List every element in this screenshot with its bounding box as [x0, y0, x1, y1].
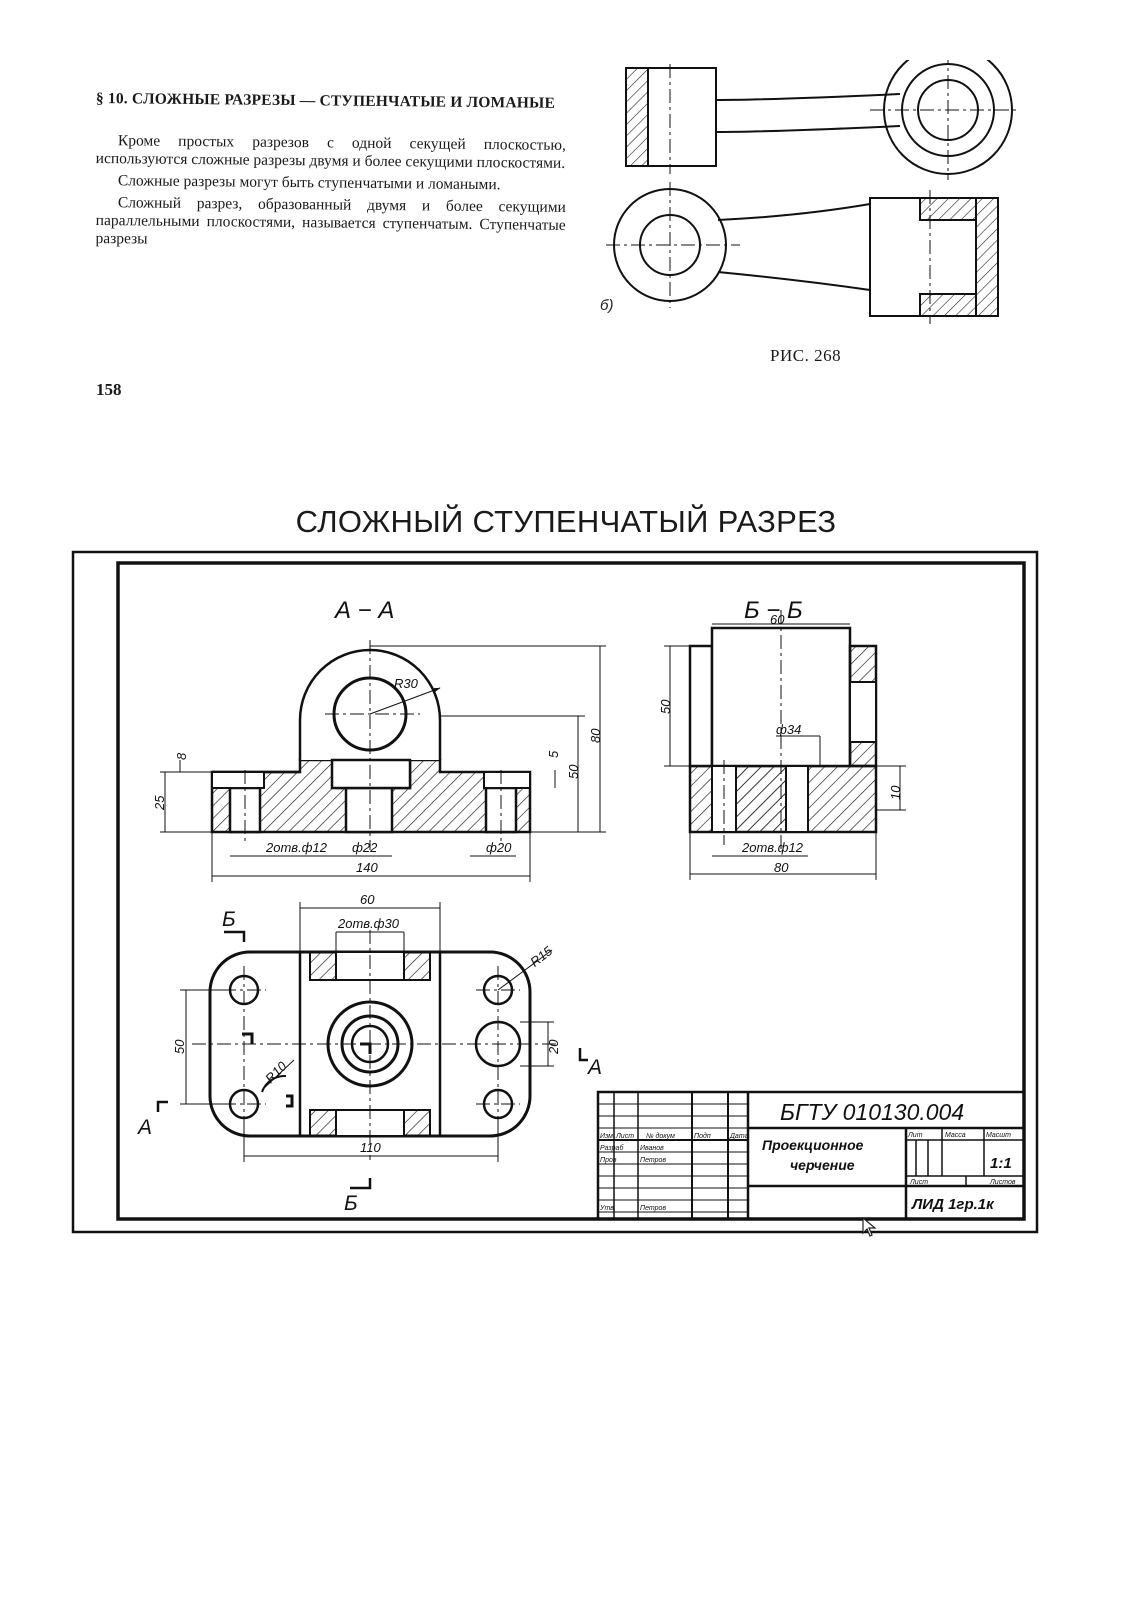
dim-aa-140: 140	[356, 860, 378, 875]
sheet-inner-frame	[116, 561, 1026, 1221]
section-aa: А − А	[210, 597, 532, 834]
mouse-cursor-icon	[862, 1217, 877, 1237]
figure-caption: РИС. 268	[770, 346, 842, 365]
dim-aa-5: 5	[546, 750, 561, 758]
title-scale: 1:1	[990, 1155, 1012, 1172]
title-name-appr: Петров	[640, 1205, 666, 1212]
title-designation: БГТУ 010130.004	[780, 1099, 964, 1125]
section-bb: Б − Б	[688, 597, 878, 834]
slide-title: СЛОЖНЫЙ СТУПЕНЧАТЫЙ РАЗРЕЗ	[295, 504, 837, 539]
title-name-check: Петров	[640, 1157, 666, 1164]
dim-aa-r30: R30	[394, 676, 419, 691]
sheet-outer-frame	[71, 550, 1039, 1234]
figure-sub-label: б)	[600, 297, 613, 314]
figure-268: б)	[600, 60, 1020, 324]
dim-aa-20: ф20	[486, 840, 512, 855]
title-role-appr: Утв	[599, 1205, 614, 1212]
dim-aa-25: 25	[152, 795, 167, 811]
title-row-sheets: Листов	[989, 1179, 1016, 1186]
dim-plan-50: 50	[172, 1039, 187, 1054]
title-organization: ЛИД 1гр.1к	[911, 1196, 995, 1213]
title-name-line1: Проекционное	[762, 1137, 864, 1153]
dim-plan-r10: R10	[262, 1058, 290, 1086]
cut-mark-b-top: Б	[222, 908, 236, 931]
dim-aa-22: ф22	[352, 840, 378, 855]
dim-plan-110: 110	[360, 1140, 381, 1155]
title-role-check: Пров	[600, 1157, 617, 1164]
dim-bb-holes12: 2отв.ф12	[741, 840, 804, 855]
cut-arrows	[156, 930, 588, 1190]
dim-plan-60: 60	[360, 892, 375, 907]
cut-mark-b-bottom: Б	[344, 1192, 358, 1215]
dim-bb-80: 80	[774, 860, 789, 875]
dim-bb-60: 60	[770, 612, 785, 627]
title-name-dev: Иванов	[640, 1145, 664, 1152]
dim-plan-holes30: 2отв.ф30	[337, 916, 400, 931]
dim-bb-50: 50	[658, 699, 673, 714]
title-hdr-izm: Изм	[600, 1133, 613, 1140]
dim-bb-34: ф34	[776, 722, 801, 737]
section-aa-label: А − А	[333, 597, 394, 624]
dim-aa-8: 8	[174, 752, 189, 760]
dim-plan-20: 20	[546, 1039, 561, 1055]
title-col-scale: Масшт	[986, 1132, 1011, 1139]
cut-mark-a-left: А	[136, 1116, 152, 1139]
title-hdr-doc: № докум	[646, 1132, 675, 1140]
title-name-line2: черчение	[790, 1157, 855, 1173]
title-row-sheet: Лист	[909, 1179, 928, 1186]
dim-aa-80: 80	[588, 728, 603, 743]
dim-aa-holes12: 2отв.ф12	[265, 840, 328, 855]
title-role-dev: Разраб	[600, 1144, 624, 1152]
title-hdr-sign: Подп	[694, 1132, 711, 1140]
title-block	[596, 1090, 1026, 1221]
dim-bb-10: 10	[888, 785, 903, 800]
title-hdr-list: Лист	[615, 1133, 634, 1140]
title-col-lit: Лит	[907, 1132, 923, 1139]
title-col-mass: Масса	[945, 1132, 966, 1139]
title-hdr-date: Дата	[729, 1133, 749, 1140]
page-number: 158	[96, 380, 122, 399]
cut-mark-a-right: А	[586, 1056, 602, 1079]
dim-aa-50: 50	[566, 764, 581, 779]
section-bb-label: Б − Б	[744, 597, 803, 624]
